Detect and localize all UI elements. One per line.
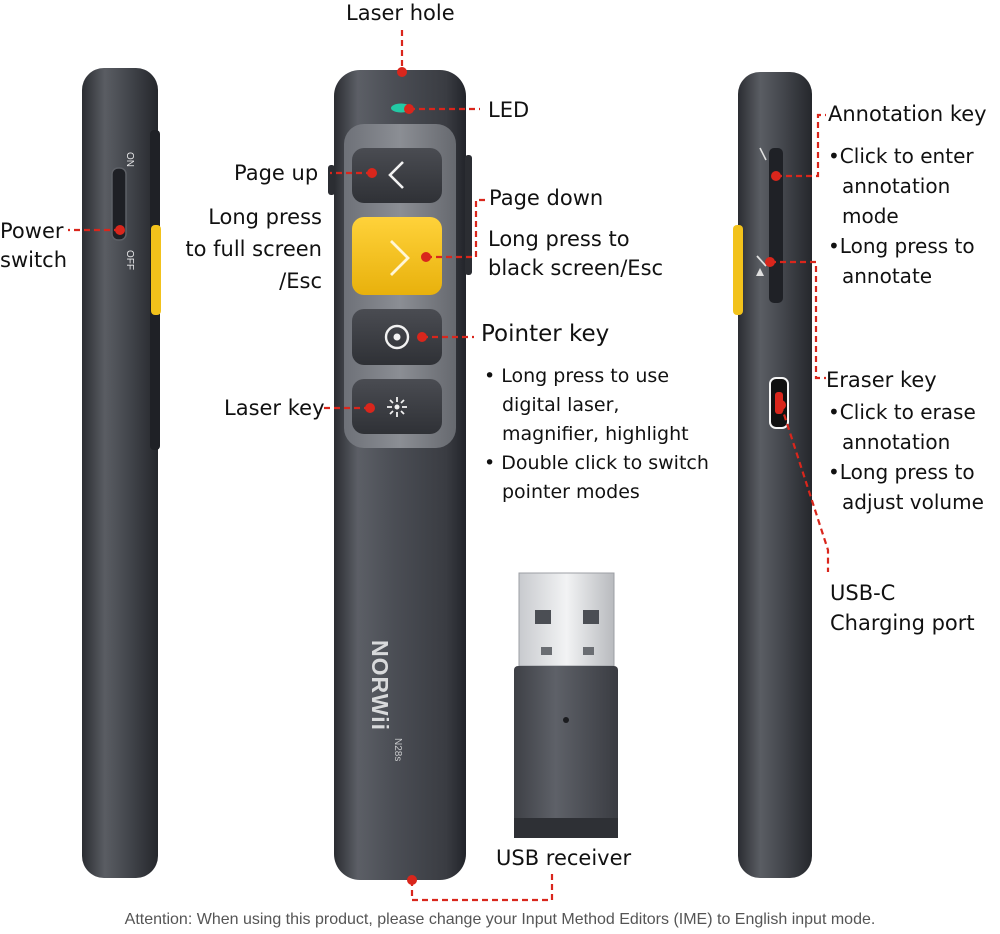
label-page-up: Page up — [234, 161, 319, 185]
label-eraser-key: Eraser key — [826, 368, 937, 392]
left-yellow-key-edge — [151, 225, 161, 315]
label-laser-hole: Laser hole — [346, 1, 455, 25]
annotation-bullet-1-line-3: mode — [842, 204, 899, 228]
label-page-down: Page down — [489, 186, 604, 210]
label-pointer-key: Pointer key — [481, 321, 610, 347]
label-annotation-key: Annotation key — [828, 102, 987, 126]
label-usb-receiver: USB receiver — [496, 846, 632, 870]
power-slider — [111, 167, 127, 241]
eraser-bullet-2: •Long press to — [828, 460, 975, 484]
laser-key[interactable] — [352, 379, 442, 434]
label-usb-c-port: USB-C Charging port — [830, 581, 975, 635]
annotation-bullet-2-line-2: annotate — [842, 264, 933, 288]
page-up-key[interactable] — [352, 148, 442, 203]
right-yellow-key-edge — [733, 225, 743, 315]
pointer-bullets: • Long press to use digital laser, magni… — [484, 362, 709, 507]
label-led: LED — [488, 98, 530, 122]
label-power-switch: Power switch — [0, 219, 68, 272]
annotation-bullet-2: •Long press to — [828, 234, 975, 258]
off-text: OFF — [124, 250, 135, 270]
label-laser-key: Laser key — [224, 396, 325, 420]
annotation-bullets: •Click to enter annotation mode •Long pr… — [828, 141, 975, 291]
left-pen-body — [82, 68, 158, 878]
right-pen-body — [738, 72, 812, 878]
pointer-bullet-1-line-3: magnifier, highlight — [502, 423, 689, 445]
brand-logo-text: NORWii — [367, 640, 393, 731]
right-side-view — [733, 72, 812, 878]
chevron-left-icon — [388, 161, 404, 189]
usb-a-plug — [518, 572, 615, 667]
eraser-icon — [756, 255, 767, 276]
annotation-bullet-1: •Click to enter — [828, 144, 974, 168]
pointer-bullet-2: • Double click to switch — [484, 452, 709, 474]
pointer-ring-icon — [384, 324, 410, 350]
chevron-right-icon — [390, 240, 410, 276]
pen-icon — [759, 147, 767, 161]
label-long-press-black-screen: Long press to black screen/Esc — [488, 227, 664, 280]
eraser-bullet-2-line-2: adjust volume — [842, 490, 984, 514]
label-long-press-full-screen: Long press to full screen /Esc — [185, 205, 322, 293]
attention-note: Attention: When using this product, plea… — [124, 911, 876, 928]
usb-receiver-dongle — [514, 572, 618, 838]
leader-dots — [115, 67, 786, 885]
model-text: N28s — [392, 738, 403, 761]
eraser-bullets: •Click to erase annotation •Long press t… — [828, 397, 984, 517]
page-down-key[interactable] — [352, 217, 442, 295]
pointer-bullet-1-line-2: digital laser, — [502, 394, 620, 416]
pointer-key[interactable] — [352, 309, 442, 365]
left-side-view: ON OFF — [82, 68, 161, 878]
pointer-bullet-2-line-2: pointer modes — [502, 481, 640, 503]
eraser-bullet-1-line-2: annotation — [842, 430, 951, 454]
eraser-bullet-1: •Click to erase — [828, 400, 976, 424]
leader-lines — [68, 30, 830, 902]
on-text: ON — [124, 152, 135, 167]
laser-burst-icon — [387, 397, 407, 417]
pointer-bullet-1: • Long press to use — [484, 365, 670, 387]
front-view: NORWii N28s — [328, 70, 472, 880]
annotation-bullet-1-line-2: annotation — [842, 174, 951, 198]
